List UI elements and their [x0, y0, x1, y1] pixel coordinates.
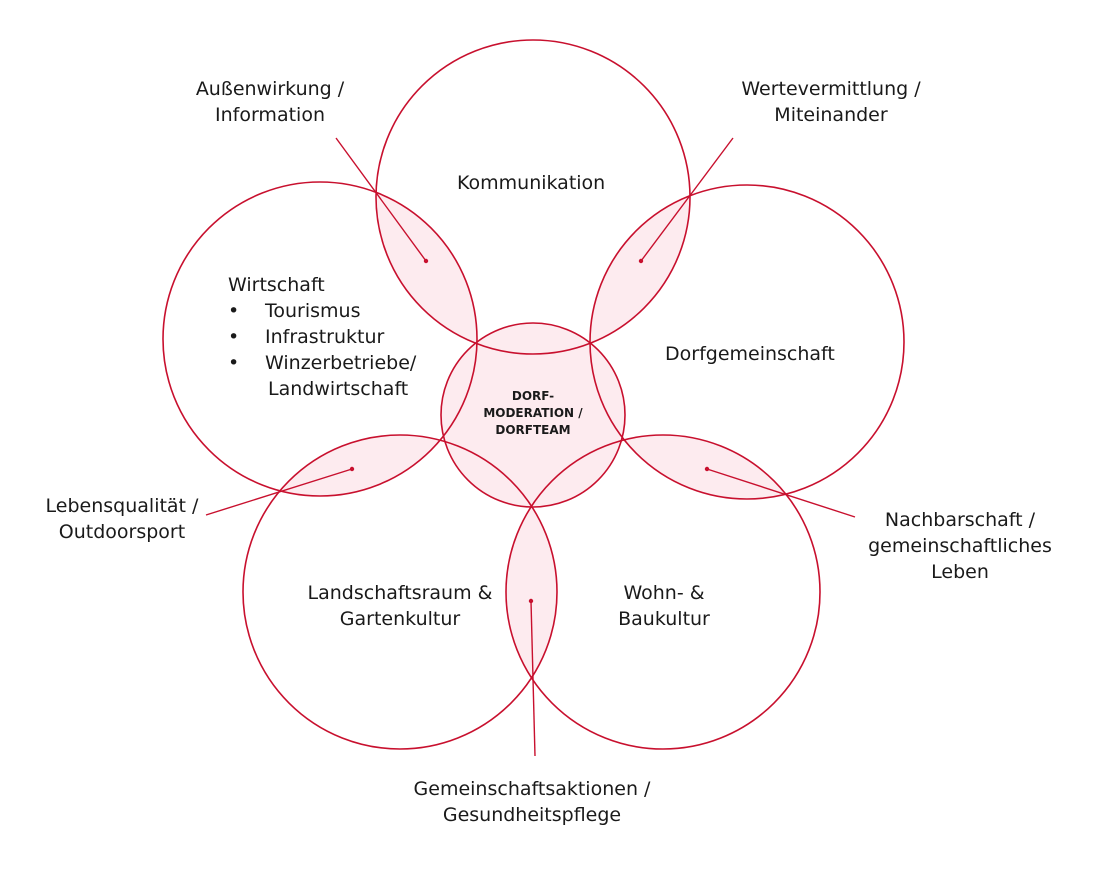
center-line-3: DORFTEAM — [495, 423, 571, 437]
list-item: • Infrastruktur — [228, 324, 416, 350]
wohnbau-line-2: Baukultur — [618, 608, 710, 630]
leader-lines — [205, 137, 856, 757]
label-dorfgemeinschaft: Dorfgemeinschaft — [665, 343, 835, 365]
circle-landschaftsraum — [242, 434, 558, 750]
wirtschaft-item-landwirtschaft: Landwirtschaft — [268, 378, 409, 400]
label-aussenwirkung: Außenwirkung / Information — [170, 76, 370, 128]
label-lebensqualitaet: Lebensqualität / Outdoorsport — [22, 493, 222, 545]
wertevermittlung-line-1: Wertevermittlung / — [741, 78, 921, 100]
circles — [162, 39, 905, 750]
circle-wohn-baukultur — [505, 434, 821, 750]
circle-wirtschaft — [162, 181, 478, 497]
leader-nachbarschaft — [706, 468, 856, 518]
bullet: • — [228, 352, 240, 374]
label-wohn-baukultur: Wohn- & Baukultur — [584, 580, 744, 632]
wirtschaft-item-tourismus: Tourismus — [265, 300, 361, 322]
wirtschaft-item-infrastruktur: Infrastruktur — [265, 326, 385, 348]
list-item: • Tourismus — [228, 298, 416, 324]
leader-aussenwirkung — [335, 137, 427, 262]
landschaft-line-1: Landschaftsraum & — [307, 582, 493, 604]
dot-wertevermittlung — [638, 258, 644, 264]
gemeinschaftsaktionen-line-1: Gemeinschaftsaktionen / — [413, 778, 651, 800]
nachbarschaft-line-3: Leben — [931, 561, 989, 583]
label-dorfmoderation: DORF- MODERATION / DORFTEAM — [463, 388, 603, 439]
overlap-fill-aussenwirkung — [376, 182, 477, 354]
dot-nachbarschaft — [704, 466, 710, 472]
lebensqualitaet-line-2: Outdoorsport — [58, 521, 186, 543]
label-wertevermittlung: Wertevermittlung / Miteinander — [721, 76, 941, 128]
leader-lebensqualitaet — [205, 468, 353, 516]
label-nachbarschaft: Nachbarschaft / gemeinschaftliches Leben — [850, 507, 1070, 585]
overlap-dots — [349, 258, 710, 604]
wohnbau-line-1: Wohn- & — [623, 582, 705, 604]
dot-lebensqualitaet — [349, 466, 355, 472]
bullet: • — [228, 300, 240, 322]
landschaft-line-2: Gartenkultur — [339, 608, 461, 630]
leader-wertevermittlung — [640, 137, 734, 262]
wirtschaft-list: • Tourismus • Infrastruktur • Winzerbetrieb… — [228, 298, 416, 402]
wirtschaft-title: Wirtschaft — [228, 274, 325, 296]
label-wirtschaft: Wirtschaft • Tourismus • Infrastruktur • Wi… — [228, 272, 416, 402]
circle-kommunikation — [375, 39, 691, 355]
wirtschaft-item-winzerbetriebe: Winzerbetriebe/ — [265, 352, 417, 374]
center-line-2: MODERATION / — [483, 406, 583, 420]
aussenwirkung-line-1: Außenwirkung / — [195, 78, 345, 100]
nachbarschaft-line-2: gemeinschaftliches — [868, 535, 1052, 557]
overlap-fill-wertevermittlung — [590, 185, 690, 354]
bullet: • — [228, 326, 240, 348]
dot-gemeinschaftsaktionen — [528, 598, 534, 604]
leader-gemeinschaftsaktionen — [530, 600, 536, 757]
nachbarschaft-line-1: Nachbarschaft / — [884, 509, 1036, 531]
list-item: • Winzerbetriebe/Landwirtschaft — [228, 350, 416, 402]
lebensqualitaet-line-1: Lebensqualität / — [45, 495, 199, 517]
center-line-1: DORF- — [511, 389, 555, 403]
label-landschaftsraum: Landschaftsraum & Gartenkultur — [290, 580, 510, 632]
label-gemeinschaftsaktionen: Gemeinschaftsaktionen / Gesundheitspfleg… — [396, 776, 668, 828]
label-kommunikation: Kommunikation — [457, 172, 606, 194]
dot-aussenwirkung — [423, 258, 429, 264]
wertevermittlung-line-2: Miteinander — [774, 104, 888, 126]
circle-dorfmoderation — [440, 322, 626, 508]
gemeinschaftsaktionen-line-2: Gesundheitspflege — [442, 804, 622, 826]
aussenwirkung-line-2: Information — [215, 104, 325, 126]
